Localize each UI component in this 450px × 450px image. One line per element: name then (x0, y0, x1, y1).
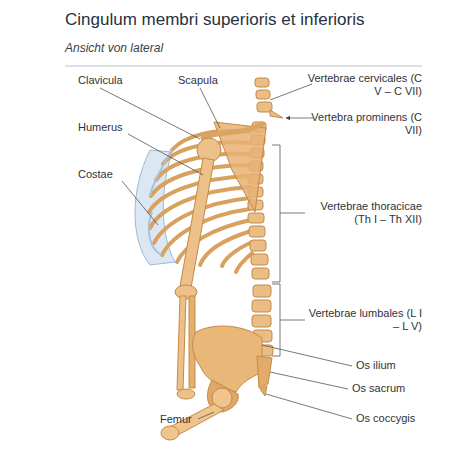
bone-label: Costae (78, 168, 113, 181)
bone-label: Os ilium (356, 359, 396, 372)
bone-label: Vertebra prominens (C VII) (302, 111, 422, 137)
bone-label: Femur (160, 413, 192, 426)
bone-label: Humerus (78, 121, 123, 134)
bone-label: Vertebrae thoracicae (Th I – Th XII) (302, 200, 422, 226)
bone-label: Os sacrum (352, 382, 405, 395)
bone-label: Clavicula (78, 74, 123, 87)
subtitle: Ansicht von lateral (65, 42, 163, 55)
bone-label: Vertebrae lumbales (L I – L V) (302, 307, 422, 333)
bone-label: Os coccygis (356, 412, 415, 425)
bone-label: Vertebrae cervicales (C V – C VII) (302, 72, 422, 98)
diagram-title: Cingulum membri superioris et inferioris (65, 10, 364, 30)
bone-label: Scapula (178, 74, 218, 87)
